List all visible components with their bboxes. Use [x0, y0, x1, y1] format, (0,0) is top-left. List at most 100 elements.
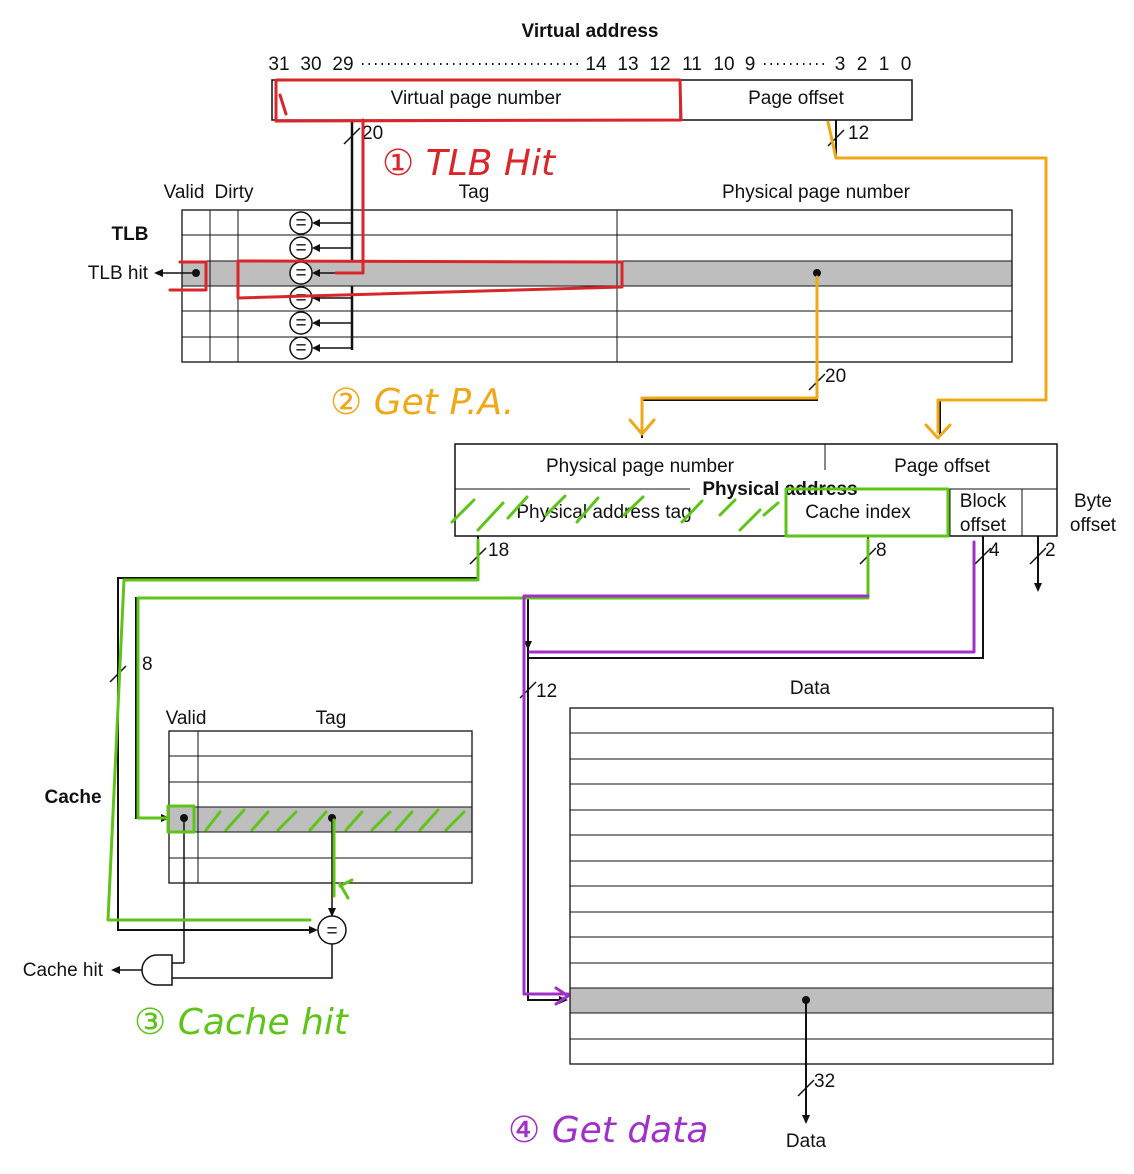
- tlb-tag-highlight-box: [236, 259, 624, 300]
- offset-route: [826, 120, 1048, 440]
- annotation-step2-text: ② Get P.A.: [330, 382, 514, 423]
- bit-label-12: 12: [649, 54, 670, 75]
- va-offset-field: Page offset: [748, 88, 845, 109]
- block-offset-bus-slash: [974, 547, 992, 565]
- cache-index-highlight-box: [784, 487, 950, 538]
- vpn-highlight-box: [274, 78, 683, 123]
- comparator-symbol: =: [295, 213, 306, 234]
- bit-label-31: 31: [268, 54, 289, 75]
- annotation-step1: [168, 78, 683, 300]
- ppn-bus: [641, 273, 818, 438]
- index-route: [136, 538, 870, 820]
- bit-label-3: 3: [835, 54, 846, 75]
- bit-label-2: 2: [857, 54, 868, 75]
- block-offset-width-label: 4: [989, 540, 1000, 561]
- pa-block-offset-line2: offset: [960, 515, 1007, 536]
- va-bit-labels: 31 30 29 14 13 12 11 10 9 3 2 1 0: [268, 54, 911, 75]
- comparator-symbol: =: [295, 263, 306, 284]
- bit-label-10: 10: [713, 54, 734, 75]
- arrowhead: [802, 1115, 810, 1124]
- arrowhead: [312, 244, 320, 252]
- arrowhead: [111, 966, 120, 974]
- annotation-step1-text: ① TLB Hit: [382, 143, 557, 184]
- comparator-symbol: =: [295, 238, 306, 259]
- block-offset-bus: [528, 536, 984, 659]
- arrowhead: [312, 344, 320, 352]
- compare-to-and: [172, 944, 333, 979]
- pa-tag-bus: [117, 536, 479, 931]
- pa-register: [454, 443, 1058, 537]
- offset-width-label: 12: [848, 123, 869, 144]
- tlb-dirty-header: Dirty: [214, 182, 254, 203]
- data-index-bus: [527, 598, 566, 1001]
- arrowhead: [1034, 583, 1042, 592]
- bit-label-30: 30: [300, 54, 321, 75]
- data-index-width-label: 12: [536, 681, 557, 702]
- cache-label: Cache: [44, 787, 101, 808]
- tlb-hit-label: TLB hit: [88, 263, 149, 284]
- comparator-symbol: =: [295, 288, 306, 309]
- pa-index-field: Cache index: [805, 502, 911, 523]
- tlb-valid-header: Valid: [164, 182, 205, 203]
- bit-label-11: 11: [682, 54, 702, 75]
- tlb-comparator: [289, 336, 313, 360]
- tlb-comparator: [289, 311, 313, 335]
- byte-offset-width-label: 2: [1045, 540, 1056, 561]
- annotation-step4: [522, 540, 976, 1006]
- bit-label-0: 0: [901, 54, 912, 75]
- pa-block-offset-line1: Block: [960, 491, 1007, 512]
- bit-label-9: 9: [745, 54, 756, 75]
- bit-label-14: 14: [585, 54, 607, 75]
- block-offset-route: [528, 540, 976, 654]
- physical-address-title: Physical address: [702, 479, 857, 500]
- annotation-step3-text: ③ Cache hit: [134, 1002, 350, 1043]
- byte-offset-bus-slash: [1029, 547, 1047, 565]
- bit-label-29: 29: [332, 54, 353, 75]
- cache-valid-highlight-box: [166, 804, 196, 834]
- annotation-step3: [106, 487, 950, 922]
- pa-ppn-field: Physical page number: [546, 456, 735, 477]
- data-width-label: 32: [814, 1071, 835, 1092]
- virtual-address-title: Virtual address: [522, 21, 659, 42]
- comparator-symbol: =: [295, 338, 306, 359]
- tlb-tag-header: Tag: [459, 182, 490, 203]
- cache-comparator-symbol: =: [326, 921, 337, 942]
- tag-bus-slash-cache: [109, 665, 127, 683]
- cache-tag-width-label: 8: [142, 654, 153, 675]
- ppn-width-label: 20: [825, 366, 846, 387]
- pa-tag-hatch: [450, 494, 780, 532]
- cache-tag-hatch: [204, 808, 466, 832]
- offset-bus-slash: [827, 129, 845, 147]
- data-selected-row: [570, 988, 1053, 1013]
- va-vpn-field: Virtual page number: [391, 88, 562, 109]
- pa-index-width-label: 8: [876, 540, 887, 561]
- pa-byte-offset-line1: Byte: [1074, 491, 1112, 512]
- and-gate: [141, 954, 173, 986]
- arrowhead: [312, 319, 320, 327]
- cache-hit-label: Cache hit: [23, 960, 104, 981]
- arrowhead: [328, 908, 336, 917]
- cache-valid-header: Valid: [166, 708, 207, 729]
- ppn-route: [628, 275, 819, 436]
- pa-byte-offset-line2: offset: [1070, 515, 1117, 536]
- cache-tag-table: [168, 730, 473, 884]
- comparator-symbol: =: [295, 313, 306, 334]
- pa-tag-width-label: 18: [488, 540, 509, 561]
- pa-offset-field: Page offset: [894, 456, 991, 477]
- data-out-bus-slash: [797, 1079, 815, 1097]
- annotation-step2: [628, 120, 1048, 440]
- tlb-ppn-header: Physical page number: [722, 182, 911, 203]
- tlb-valid-highlight-box: [168, 260, 208, 292]
- cache-tag-header: Tag: [316, 708, 347, 729]
- tag-route: [106, 538, 480, 922]
- tlb-label: TLB: [112, 224, 149, 245]
- pa-tag-field: Physical address tag: [516, 502, 691, 523]
- arrowhead: [309, 926, 318, 934]
- arrowhead: [524, 641, 532, 650]
- data-out-label: Data: [786, 1131, 827, 1152]
- vpn-bus-slash: [343, 127, 361, 145]
- tlb-comparator: [289, 236, 313, 260]
- data-table: [569, 707, 1054, 1065]
- vpn-width-label: 20: [362, 123, 383, 144]
